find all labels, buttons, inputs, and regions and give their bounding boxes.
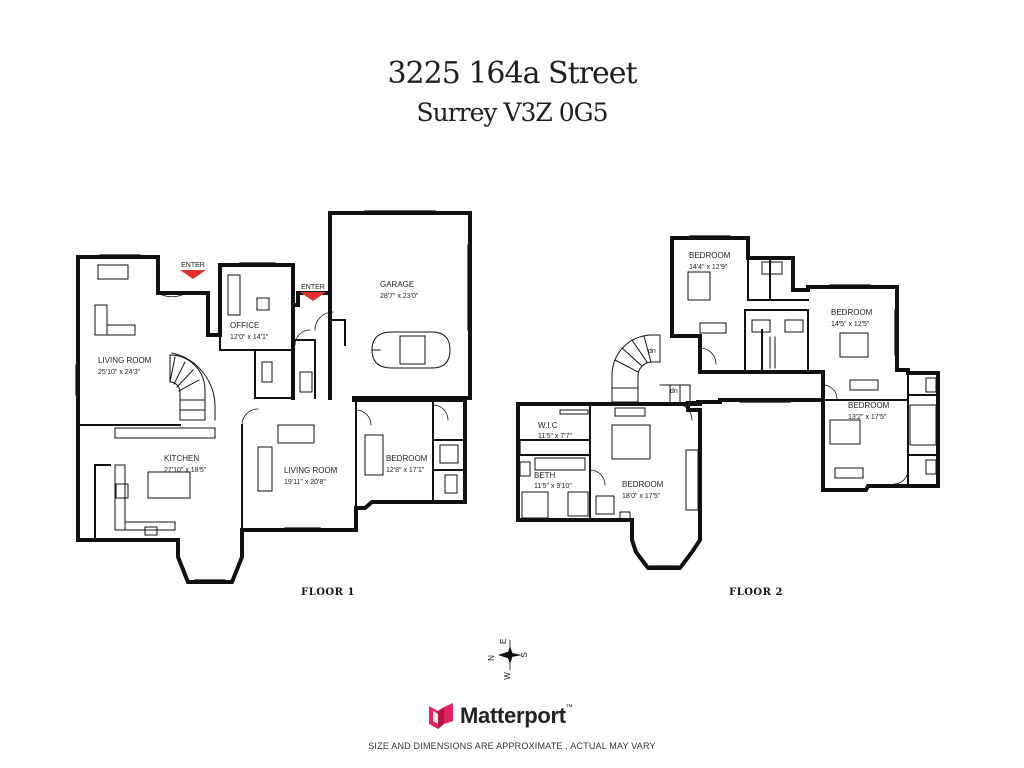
property-address-title: 3225 164a Street xyxy=(387,56,637,91)
brand-name: Matterport xyxy=(460,703,566,728)
floor-2-windows xyxy=(519,235,896,567)
stair-down-label: dn xyxy=(648,348,656,355)
floor-1-doors xyxy=(157,292,449,426)
room-dims-office: 12'0" x 14'1" xyxy=(230,334,269,341)
room-name-office: OFFICE xyxy=(230,321,259,330)
room-name-living-room-1: LIVING ROOM xyxy=(98,356,152,365)
floor-1-labels: ENTER ENTER LIVING ROOM 25'10" x 24'3" O… xyxy=(98,262,428,598)
floor-plan-drawing: ENTER ENTER LIVING ROOM 25'10" x 24'3" O… xyxy=(75,210,940,680)
floor-2-labels: dn dn BEDROOM 14'4" x 12'9" BEDROOM 14'5… xyxy=(534,251,890,598)
room-dims-bedroom-2d: 18'0" x 17'5" xyxy=(622,493,661,500)
room-dims-bedroom-2c: 13'2" x 17'5" xyxy=(848,414,887,421)
floor-2-label: FLOOR 2 xyxy=(729,587,783,598)
compass-s: S xyxy=(520,652,529,657)
floor-1-interior-walls xyxy=(77,319,466,541)
compass-e: E xyxy=(499,639,508,644)
enter-label: ENTER xyxy=(181,262,205,269)
room-dims-bedroom-2b: 14'5" x 12'5" xyxy=(831,321,870,328)
room-name-garage: GARAGE xyxy=(380,280,414,289)
floor-2-plan xyxy=(516,235,940,570)
room-name-beth: BETH xyxy=(534,471,556,480)
room-name-bedroom-2d: BEDROOM xyxy=(622,480,664,489)
room-dims-bedroom-1: 12'8" x 17'1" xyxy=(386,467,425,474)
floor-1-label: FLOOR 1 xyxy=(301,587,355,598)
enter-label: ENTER xyxy=(301,284,325,291)
floor-2-furniture xyxy=(519,261,937,521)
floor-1-spiral-stair xyxy=(169,352,216,421)
room-dims-garage: 28'7" x 23'0" xyxy=(380,293,419,300)
room-name-kitchen: KITCHEN xyxy=(164,454,199,463)
room-name-bedroom-2b: BEDROOM xyxy=(831,308,873,317)
room-name-bedroom-2a: BEDROOM xyxy=(689,251,731,260)
room-dims-bedroom-2a: 14'4" x 12'9" xyxy=(689,264,728,271)
room-name-bedroom-2c: BEDROOM xyxy=(848,401,890,410)
floor-2-spiral-stair xyxy=(611,334,691,403)
brand-trademark: ™ xyxy=(565,704,573,711)
compass-w: W xyxy=(503,672,512,680)
room-dims-kitchen: 27'10" x 18'5" xyxy=(164,467,207,474)
floor-1-furniture xyxy=(94,264,459,536)
enter-arrow-icon xyxy=(180,270,206,279)
floor-2-doors xyxy=(589,347,909,486)
compass-rose-icon: E S N W xyxy=(487,639,529,680)
room-name-bedroom-1: BEDROOM xyxy=(386,454,428,463)
room-name-wic: W.I.C xyxy=(538,421,558,430)
property-city-subtitle: Surrey V3Z 0G5 xyxy=(416,98,608,127)
floor-2-interior-walls xyxy=(517,257,939,521)
footer-disclaimer: SIZE AND DIMENSIONS ARE APPROXIMATE , AC… xyxy=(368,741,656,751)
matterport-mark-icon xyxy=(429,703,453,729)
room-dims-beth: 11'5" x 9'10" xyxy=(534,483,572,490)
floor-2-exterior-walls xyxy=(516,236,940,570)
floor-1-windows xyxy=(75,210,469,581)
room-dims-living-room-2: 19'11" x 20'8" xyxy=(284,479,326,486)
floor-1-enter-markers xyxy=(180,270,326,301)
enter-arrow-icon xyxy=(300,292,326,301)
room-dims-wic: 11'5" x 7'7" xyxy=(538,433,572,440)
room-name-living-room-2: LIVING ROOM xyxy=(284,466,338,475)
matterport-logo: Matterport ™ xyxy=(428,700,573,732)
compass-n: N xyxy=(487,655,496,661)
floor-1-plan xyxy=(75,210,472,584)
stair-down-label: dn xyxy=(670,388,678,395)
room-dims-living-room-1: 25'10" x 24'3" xyxy=(98,369,141,376)
